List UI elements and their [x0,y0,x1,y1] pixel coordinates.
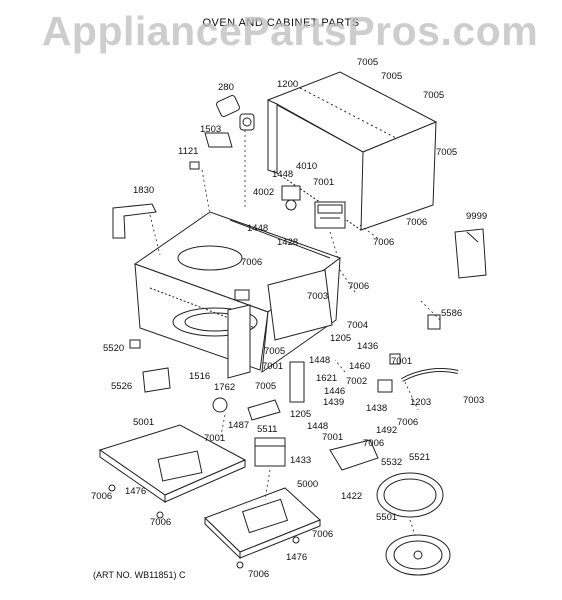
diagram-title: OVEN AND CABINET PARTS [202,17,360,29]
callout-1830: 1830 [133,185,155,196]
turntable-motor [329,439,379,471]
callout-7004: 7004 [347,320,369,331]
owners-manual [454,228,487,279]
callout-1476: 1476 [125,486,147,497]
vent-bracket [112,203,157,239]
grease-filter [142,367,171,393]
control-bracket [267,269,333,341]
screw-icon [156,511,164,519]
callout-7005: 7005 [255,381,277,392]
callout-1433: 1433 [290,455,312,466]
callout-7005: 7005 [381,71,403,82]
screw-icon [236,561,244,569]
callout-1448: 1448 [247,223,269,234]
callout-1203: 1203 [410,397,432,408]
callout-1438: 1438 [366,403,388,414]
stirrer-motor [212,397,228,413]
callout-5532: 5532 [381,457,403,468]
bottom-plate [204,487,321,560]
hinge-part [129,339,141,349]
callout-5000: 5000 [297,479,319,490]
callout-1621: 1621 [316,373,338,384]
callout-5526: 5526 [111,381,133,392]
sensor-bracket [247,399,281,421]
callout-1503: 1503 [200,124,222,135]
callout-7005: 7005 [357,57,379,68]
callout-7001: 7001 [262,361,284,372]
transformer [314,201,346,229]
callout-5520: 5520 [103,343,125,354]
callout-7001: 7001 [313,177,335,188]
glass-turntable [376,472,444,518]
callout-1428: 1428 [277,237,299,248]
callout-7006: 7006 [241,257,263,268]
callout-5586: 5586 [441,308,463,319]
callout-7003: 7003 [307,291,329,302]
watermark: AppliancePartsPros.com [41,8,539,54]
callout-1448: 1448 [272,169,294,180]
callout-7006: 7006 [150,517,172,528]
callout-5511: 5511 [257,424,278,435]
callout-7003: 7003 [463,395,485,406]
callout-1446: 1446 [324,386,346,397]
magnetron [281,185,301,211]
roller-ring [385,534,451,576]
callout-1762: 1762 [214,382,236,393]
fuse-holder [377,379,393,393]
switch-block [234,289,250,301]
callout-1436: 1436 [357,341,379,352]
callout-1448: 1448 [307,421,329,432]
callout-7002: 7002 [346,376,368,387]
relay [389,353,401,365]
callout-7006: 7006 [348,281,370,292]
callout-5001: 5001 [133,417,155,428]
callout-7006: 7006 [248,569,270,580]
callout-1200: 1200 [277,79,299,90]
callout-4010: 4010 [296,161,318,172]
callout-7006: 7006 [373,237,395,248]
callout-1476: 1476 [286,552,308,563]
callout-7005: 7005 [423,90,445,101]
callout-1492: 1492 [376,425,398,436]
callout-4002: 4002 [253,187,275,198]
callout-1448: 1448 [309,355,331,366]
cover-plate [204,132,233,148]
leader-lines [149,130,441,536]
waveguide [227,304,251,379]
callout-1516: 1516 [189,371,211,382]
callout-1205: 1205 [290,409,312,420]
callout-1422: 1422 [341,491,363,502]
callout-7005: 7005 [264,346,286,357]
capacitor [254,437,286,467]
callout-7006: 7006 [312,529,334,540]
base-tray [98,424,247,503]
air-duct [289,361,305,403]
callout-7001: 7001 [204,433,226,444]
callout-7006: 7006 [363,438,385,449]
art-number: (ART NO. WB11851) C [93,570,186,580]
callout-1205: 1205 [330,333,352,344]
callout-5501: 5501 [376,512,398,523]
callout-7005: 7005 [436,147,458,158]
callout-1439: 1439 [323,397,345,408]
callout-1121: 1121 [178,146,199,157]
cabinet-wrapper [266,71,438,231]
callout-7001: 7001 [322,432,344,443]
callout-7006: 7006 [397,417,419,428]
thermostat [189,161,200,170]
callout-7006: 7006 [91,491,113,502]
fan-motor [216,95,255,131]
cable-clip [427,314,441,330]
callout-5521: 5521 [409,452,431,463]
callout-7006: 7006 [406,217,428,228]
screw-icon [108,484,116,492]
callout-280: 280 [218,82,234,93]
callout-1460: 1460 [349,361,371,372]
screw-icon [292,536,300,544]
callout-7001: 7001 [391,356,413,367]
callout-9999: 9999 [466,211,488,222]
callout-1487: 1487 [228,420,250,431]
